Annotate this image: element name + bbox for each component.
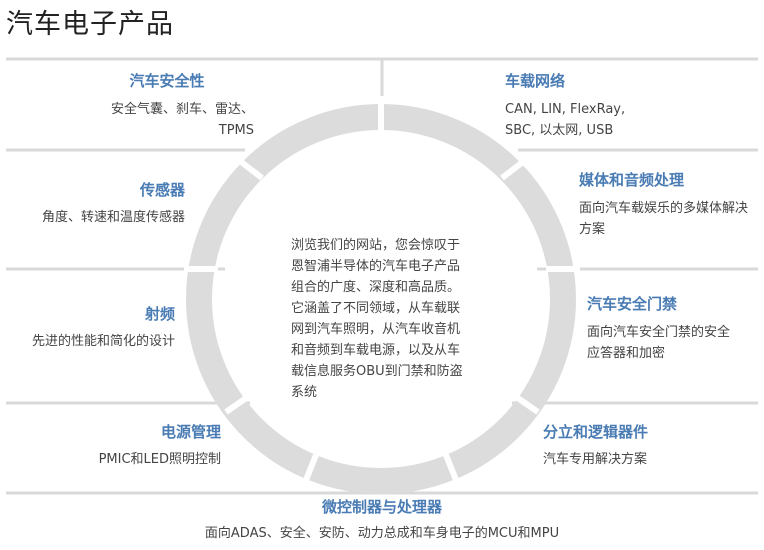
- desc-line: SBC, 以太网, USB: [505, 123, 614, 138]
- category-safety-desc: 安全气囊、刹车、雷达、 TPMS: [40, 99, 254, 141]
- category-rf[interactable]: 射频 先进的性能和简化的设计: [10, 304, 175, 352]
- ring-gap: [510, 391, 540, 415]
- category-mcu-title[interactable]: 微控制器与处理器: [321, 498, 442, 516]
- desc-line: TPMS: [218, 123, 254, 138]
- category-network-desc: CAN, LIN, FlexRay, SBC, 以太网, USB: [505, 99, 725, 141]
- category-mcu-desc: 面向ADAS、安全、安防、动力总成和车身电子的MCU和MPU: [204, 526, 560, 541]
- category-media-title[interactable]: 媒体和音频处理: [579, 171, 685, 189]
- category-power-title[interactable]: 电源管理: [160, 423, 221, 441]
- category-power-desc: PMIC和LED照明控制: [98, 452, 221, 467]
- category-discrete[interactable]: 分立和逻辑器件 汽车专用解决方案: [543, 422, 743, 470]
- desc-line: 面向汽车载娱乐的多媒体解决: [579, 201, 749, 216]
- desc-line: 安全气囊、刹车、雷达、: [110, 102, 254, 117]
- ring-gap: [301, 453, 319, 487]
- category-safety-title[interactable]: 汽车安全性: [129, 72, 205, 90]
- ring-gap: [500, 155, 530, 181]
- category-media[interactable]: 媒体和音频处理 面向汽车载娱乐的多媒体解决 方案: [579, 170, 759, 240]
- category-sensor-title[interactable]: 传感器: [139, 181, 185, 199]
- category-rf-title[interactable]: 射频: [144, 305, 175, 323]
- category-media-desc: 面向汽车载娱乐的多媒体解决 方案: [579, 198, 759, 240]
- ring-gap: [443, 453, 461, 487]
- category-safety[interactable]: 汽车安全性 安全气囊、刹车、雷达、 TPMS: [40, 71, 254, 141]
- category-discrete-desc: 汽车专用解决方案: [543, 452, 648, 467]
- desc-line: 面向汽车安全门禁的安全: [587, 325, 731, 340]
- ring-gap: [234, 155, 264, 181]
- category-network-title[interactable]: 车载网络: [505, 72, 566, 90]
- category-access[interactable]: 汽车安全门禁 面向汽车安全门禁的安全 应答器和加密: [587, 294, 757, 364]
- category-rf-desc: 先进的性能和简化的设计: [31, 334, 175, 349]
- desc-line: CAN, LIN, FlexRay,: [505, 102, 626, 117]
- category-access-title[interactable]: 汽车安全门禁: [587, 295, 678, 313]
- desc-line: 方案: [579, 222, 606, 237]
- ring-gap: [224, 391, 254, 415]
- category-sensor[interactable]: 传感器 角度、转速和温度传感器: [20, 180, 185, 228]
- category-discrete-title[interactable]: 分立和逻辑器件: [543, 423, 649, 441]
- desc-line: 应答器和加密: [587, 346, 666, 361]
- category-mcu[interactable]: 微控制器与处理器 面向ADAS、安全、安防、动力总成和车身电子的MCU和MPU: [150, 497, 614, 544]
- center-description: 浏览我们的网站，您会惊叹于恩智浦半导体的汽车电子产品组合的广度、深度和高品质。它…: [291, 238, 463, 400]
- category-network[interactable]: 车载网络 CAN, LIN, FlexRay, SBC, 以太网, USB: [505, 71, 725, 141]
- category-power[interactable]: 电源管理 PMIC和LED照明控制: [60, 422, 221, 470]
- page-title: 汽车电子产品: [6, 9, 174, 40]
- category-access-desc: 面向汽车安全门禁的安全 应答器和加密: [587, 322, 757, 364]
- category-sensor-desc: 角度、转速和温度传感器: [41, 210, 185, 225]
